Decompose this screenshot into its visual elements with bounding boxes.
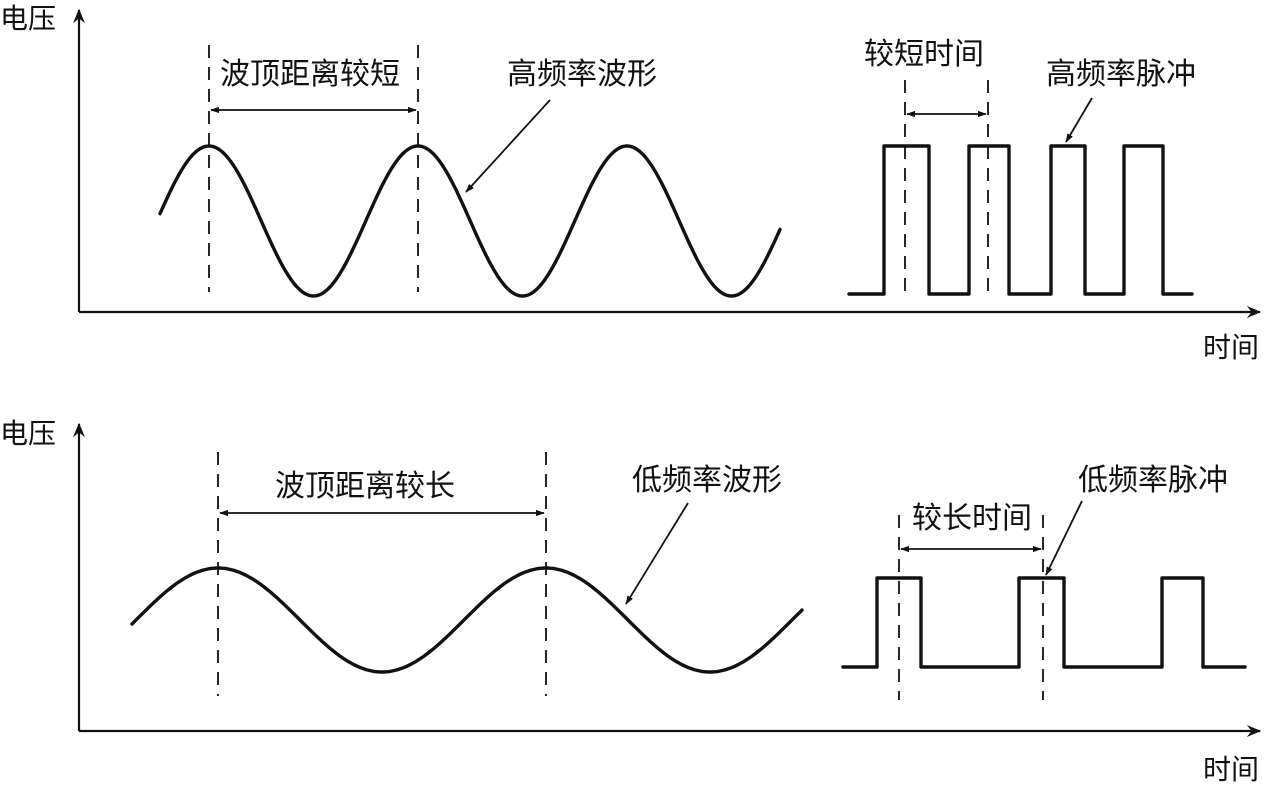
top-pulse-leader-arrow xyxy=(1065,97,1093,143)
top-wave-leader-arrow xyxy=(465,99,551,193)
bottom-pulse-span-label: 较长时间 xyxy=(912,501,1032,536)
top-high-frequency-pulse xyxy=(847,144,1194,296)
top-high-frequency-wave xyxy=(158,144,782,298)
bottom-panel: 电压 时间 波顶距离较长 低频率波形 较长时间 低频率脉冲 xyxy=(0,417,1262,786)
bottom-pulse-leader-arrow xyxy=(1045,500,1083,576)
bottom-y-axis-label: 电压 xyxy=(0,417,56,450)
top-y-axis-label: 电压 xyxy=(0,2,56,35)
bottom-low-frequency-wave xyxy=(130,566,804,674)
top-wave-label: 高频率波形 xyxy=(507,57,657,92)
bottom-wave-label: 低频率波形 xyxy=(632,463,782,498)
top-panel: 电压 时间 波顶距离较短 高频率波形 较短时间 高频率脉冲 xyxy=(0,2,1262,364)
top-peak-distance-label: 波顶距离较短 xyxy=(220,57,400,92)
bottom-wave-leader-arrow xyxy=(625,502,689,605)
bottom-peak-distance-label: 波顶距离较长 xyxy=(275,469,455,504)
top-x-axis-label: 时间 xyxy=(1203,331,1259,364)
top-pulse-label: 高频率脉冲 xyxy=(1046,57,1196,92)
bottom-low-frequency-pulse xyxy=(841,576,1247,669)
bottom-x-axis-label: 时间 xyxy=(1203,753,1259,785)
top-pulse-span-label: 较短时间 xyxy=(864,37,984,72)
bottom-pulse-label: 低频率脉冲 xyxy=(1078,463,1228,498)
